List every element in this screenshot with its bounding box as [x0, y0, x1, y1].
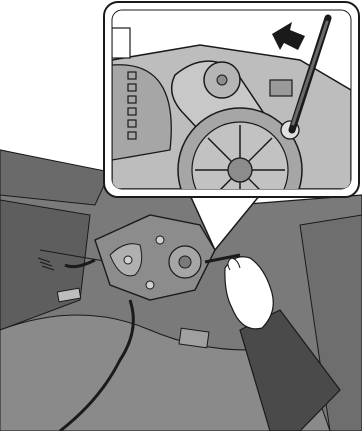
windshield-frame	[0, 150, 110, 205]
rear-bracket	[179, 328, 209, 348]
module-gear-hub	[179, 256, 191, 268]
magnified-inset	[104, 2, 359, 232]
mount-screw-3	[146, 281, 154, 289]
bracket-tab	[112, 28, 130, 58]
bracket-slot	[270, 80, 292, 96]
cam-pivot-pin	[217, 75, 227, 85]
mount-screw-2	[156, 236, 164, 244]
mount-screw-1	[124, 256, 132, 264]
